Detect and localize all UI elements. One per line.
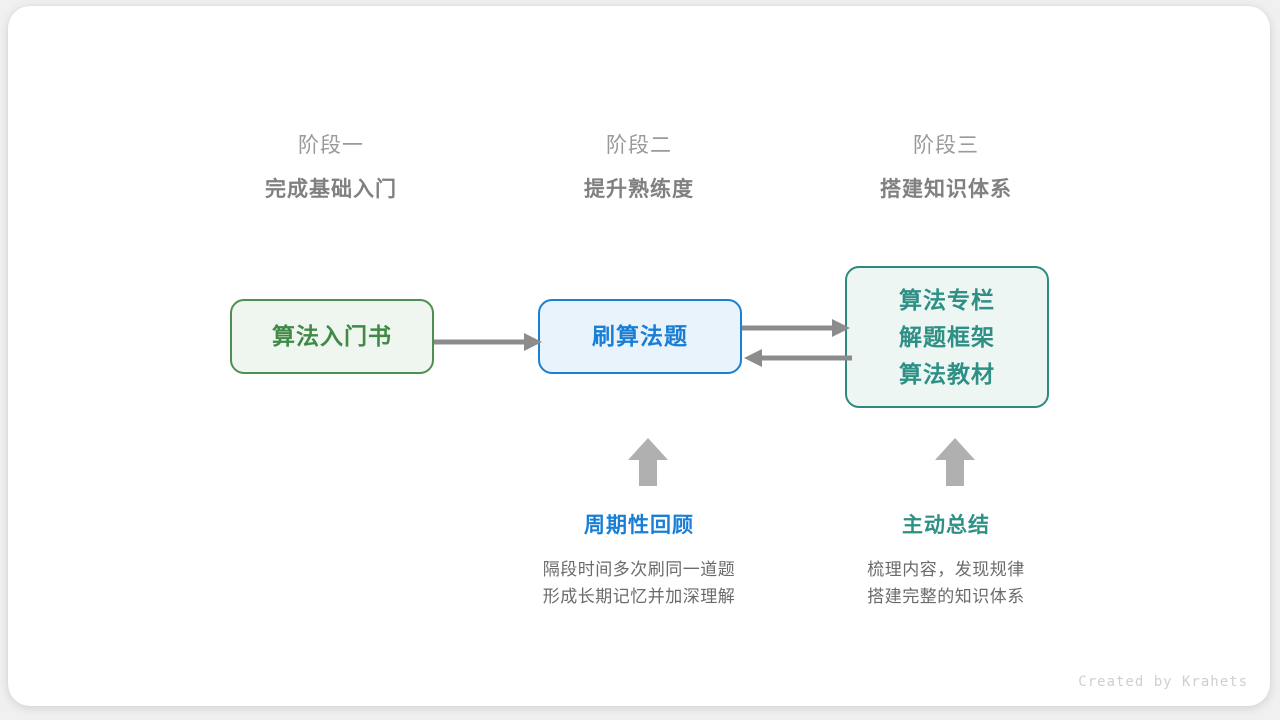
phase-header-1: 阶段一 完成基础入门: [201, 131, 461, 205]
connector-practice-and-resources: [742, 319, 852, 367]
footer-credit: Created by Krahets: [1078, 674, 1248, 690]
diagram-stage: 阶段一 完成基础入门 阶段二 提升熟练度 阶段三 搭建知识体系 算法入门书 刷算…: [8, 6, 1270, 706]
annotation-periodic-review: 周期性回顾 隔段时间多次刷同一道题 形成长期记忆并加深理解: [479, 511, 799, 610]
phase-title-label: 完成基础入门: [265, 178, 397, 201]
arrow-up-icon: [935, 438, 975, 486]
annotation-description: 隔段时间多次刷同一道题 形成长期记忆并加深理解: [479, 556, 799, 610]
node-learning-resources[interactable]: 算法专栏 解题框架 算法教材: [845, 266, 1049, 408]
arrow-up-icon: [628, 438, 668, 486]
annotation-description: 梳理内容，发现规律 搭建完整的知识体系: [786, 556, 1106, 610]
annotation-description-line-2: 形成长期记忆并加深理解: [542, 587, 736, 606]
node-algorithm-intro-book[interactable]: 算法入门书: [230, 299, 434, 374]
arrow-right-icon: [434, 333, 542, 351]
phase-index-label: 阶段一: [298, 134, 364, 157]
annotation-description-line-1: 梳理内容，发现规律: [867, 560, 1025, 579]
phase-index-label: 阶段二: [606, 134, 672, 157]
annotation-active-summary: 主动总结 梳理内容，发现规律 搭建完整的知识体系: [786, 511, 1106, 610]
phase-header-2: 阶段二 提升熟练度: [509, 131, 769, 205]
annotation-title: 周期性回顾: [584, 514, 694, 537]
node-practice-problems[interactable]: 刷算法题: [538, 299, 742, 374]
connector-book-to-practice: [434, 333, 542, 351]
phase-index-label: 阶段三: [913, 134, 979, 157]
annotation-title: 主动总结: [902, 514, 990, 537]
phase-title-label: 提升熟练度: [584, 178, 694, 201]
node-label-line-2: 解题框架: [899, 323, 995, 350]
phase-header-3: 阶段三 搭建知识体系: [816, 131, 1076, 205]
annotation-description-line-1: 隔段时间多次刷同一道题: [542, 560, 736, 579]
arrow-left-icon: [744, 349, 852, 367]
phase-title-label: 搭建知识体系: [880, 178, 1012, 201]
node-label-line-1: 算法专栏: [899, 286, 995, 313]
diagram-card: 阶段一 完成基础入门 阶段二 提升熟练度 阶段三 搭建知识体系 算法入门书 刷算…: [8, 6, 1270, 706]
annotation-description-line-2: 搭建完整的知识体系: [867, 587, 1025, 606]
node-label-line-3: 算法教材: [899, 360, 995, 387]
node-label: 刷算法题: [592, 323, 688, 349]
arrow-right-icon: [742, 319, 850, 337]
node-label: 算法入门书: [272, 323, 392, 349]
